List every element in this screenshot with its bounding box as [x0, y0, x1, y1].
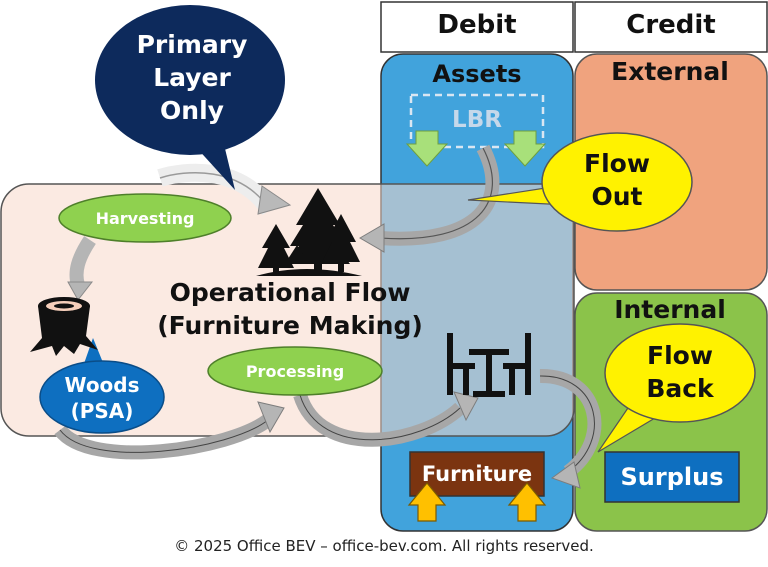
primary-callout-line1: Primary — [137, 30, 248, 59]
flow-back-callout — [604, 323, 756, 423]
flow-out-line2: Out — [591, 182, 642, 211]
external-title: External — [611, 57, 729, 86]
woods-label-line1: Woods — [64, 373, 139, 397]
surplus-label: Surplus — [621, 463, 724, 491]
woods-node — [39, 360, 165, 434]
processing-label: Processing — [246, 362, 344, 381]
operational-flow-subtitle: (Furniture Making) — [157, 311, 423, 340]
internal-title: Internal — [614, 295, 726, 324]
flow-back-line2: Back — [646, 374, 715, 403]
debit-header-box — [380, 1, 574, 53]
credit-header-box — [574, 1, 768, 53]
arrow-up-icon — [507, 482, 547, 522]
assets-title: Assets — [432, 60, 521, 88]
stump-icon — [30, 297, 98, 356]
harvesting-label: Harvesting — [96, 209, 195, 228]
arrow-down-icon — [503, 130, 547, 167]
table-chairs-icon — [447, 333, 531, 397]
flow-out-line1: Flow — [584, 149, 650, 178]
primary-layer-callout — [95, 5, 285, 155]
forest-icon — [256, 188, 362, 276]
furniture-label: Furniture — [422, 462, 532, 486]
arrow-up-icon — [407, 482, 447, 522]
arrow-down-icon — [405, 130, 449, 167]
harvesting-node — [58, 193, 232, 243]
lbr-box — [409, 93, 545, 149]
primary-callout-line2: Layer — [153, 63, 231, 92]
flow-back-line1: Flow — [647, 341, 713, 370]
woods-label-line2: (PSA) — [71, 399, 134, 423]
primary-callout-line3: Only — [160, 96, 224, 125]
lbr-label: LBR — [452, 107, 502, 133]
credit-header: Credit — [626, 10, 716, 40]
surplus-box — [604, 451, 740, 503]
operational-flow-title: Operational Flow — [170, 278, 411, 307]
flow-out-callout — [541, 132, 693, 232]
processing-node — [207, 346, 383, 396]
copyright-footer: © 2025 Office BEV – office-bev.com. All … — [174, 537, 594, 555]
debit-header: Debit — [437, 10, 516, 40]
